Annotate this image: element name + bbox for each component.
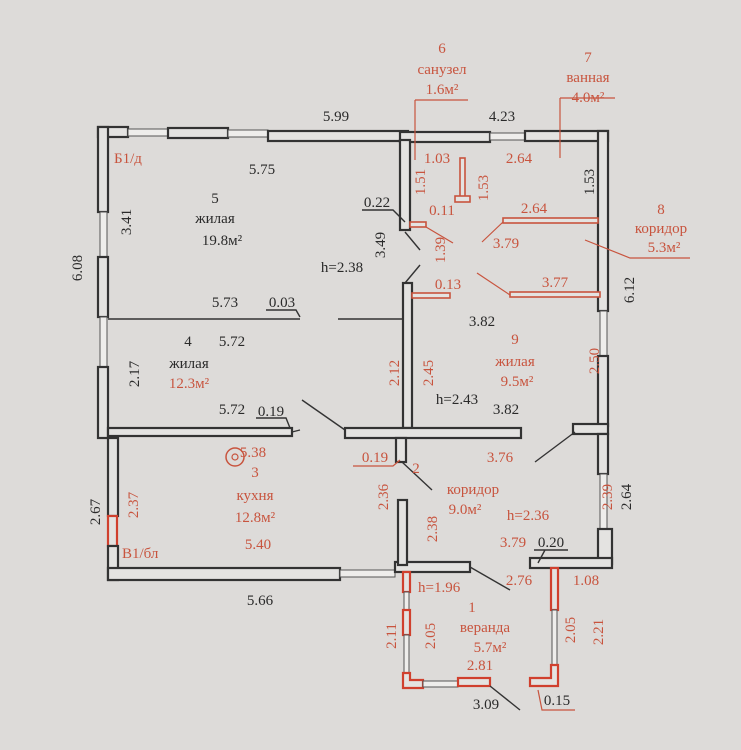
room-2: 2 коридор 9.0м² h=2.36 bbox=[412, 461, 549, 524]
dimension: 2.38 bbox=[425, 516, 441, 542]
room-8: 8 коридор 5.3м² bbox=[635, 202, 687, 256]
room-area: 9.0м² bbox=[449, 502, 482, 518]
room-height: h=2.43 bbox=[436, 392, 478, 408]
dimension: 2.36 bbox=[376, 483, 392, 510]
dimension: 2.81 bbox=[467, 658, 493, 674]
room-height: h=2.36 bbox=[507, 508, 550, 524]
dimension: 2.37 bbox=[126, 491, 142, 518]
room-name: жилая bbox=[194, 211, 235, 227]
room-7: 7 ванная 4.0м² bbox=[566, 50, 609, 106]
dimension: 2.64 bbox=[619, 483, 635, 510]
dimension: 1.51 bbox=[413, 169, 429, 195]
dimension: 2.39 bbox=[600, 484, 616, 510]
room-name: веранда bbox=[460, 620, 510, 636]
dimension: 1.03 bbox=[424, 151, 450, 167]
dimension: 0.20 bbox=[538, 535, 564, 551]
dimension: 2.50 bbox=[587, 348, 603, 374]
dimension: 2.64 bbox=[506, 151, 533, 167]
room-height: h=2.38 bbox=[321, 260, 363, 276]
room-area: 9.5м² bbox=[501, 374, 534, 390]
room-number: 1 bbox=[468, 600, 476, 616]
room-number: 5 bbox=[211, 191, 219, 207]
room-number: 4 bbox=[184, 334, 192, 350]
dimension: 2.05 bbox=[563, 617, 579, 643]
room-name: жилая bbox=[494, 354, 535, 370]
dimension: 1.53 bbox=[582, 169, 598, 195]
dimension: 5.72 bbox=[219, 402, 245, 418]
dimension: 2.12 bbox=[387, 360, 403, 386]
room-name: жилая bbox=[168, 356, 209, 372]
dimension: 0.19 bbox=[362, 450, 388, 466]
dimension: 3.09 bbox=[473, 697, 499, 713]
dimension: 5.99 bbox=[323, 109, 349, 125]
dimension: 3.79 bbox=[493, 236, 519, 252]
dimension: 5.73 bbox=[212, 295, 238, 311]
dimensions-red: 1.03 2.64 1.51 1.53 0.11 2.64 1.39 3.79 … bbox=[126, 151, 616, 713]
dimension: 3.41 bbox=[119, 209, 135, 235]
dimension: 2.05 bbox=[423, 623, 439, 649]
dimension: 1.08 bbox=[573, 573, 599, 589]
dimension: 3.49 bbox=[373, 232, 389, 258]
dimension: 2.21 bbox=[591, 619, 607, 645]
dimension: 4.23 bbox=[489, 109, 515, 125]
room-number: 8 bbox=[657, 202, 665, 218]
stove-icon bbox=[225, 447, 245, 467]
room-name: санузел bbox=[417, 62, 467, 78]
dimension: 1.39 bbox=[433, 237, 449, 263]
dimension: 3.79 bbox=[500, 535, 526, 551]
room-name: ванная bbox=[566, 70, 609, 86]
room-area: 12.8м² bbox=[235, 510, 276, 526]
room-6: 6 санузел 1.6м² bbox=[417, 41, 467, 98]
dimension: 3.82 bbox=[469, 314, 495, 330]
room-1: h=1.96 1 веранда 5.7м² bbox=[418, 580, 510, 656]
room-area: 1.6м² bbox=[426, 82, 459, 98]
room-9: 9 жилая 9.5м² h=2.43 bbox=[436, 332, 535, 408]
room-number: 9 bbox=[511, 332, 519, 348]
room-area: 4.0м² bbox=[572, 90, 605, 106]
dimensions-black: 5.99 4.23 6.08 5.75 3.41 0.22 3.49 5.73 … bbox=[70, 109, 638, 609]
dimension: 0.11 bbox=[429, 203, 455, 219]
dimension: 2.17 bbox=[127, 360, 143, 387]
dimension: 5.72 bbox=[219, 334, 245, 350]
dimension: 1.53 bbox=[476, 175, 492, 201]
dimension: 3.82 bbox=[493, 402, 519, 418]
dimension: 0.13 bbox=[435, 277, 461, 293]
room-name: коридор bbox=[447, 482, 499, 498]
dimension: 6.12 bbox=[622, 277, 638, 303]
room-area: 5.7м² bbox=[474, 640, 507, 656]
dimension: 3.76 bbox=[487, 450, 514, 466]
room-number: 3 bbox=[251, 465, 259, 481]
room-4: 4 жилая 12.3м² bbox=[168, 334, 209, 392]
dimension: 5.40 bbox=[245, 537, 271, 553]
window-label-v1: В1/бл bbox=[122, 546, 159, 562]
window-label-b1: Б1/д bbox=[114, 151, 142, 167]
room-number: 6 bbox=[438, 41, 446, 57]
room-height: h=1.96 bbox=[418, 580, 461, 596]
dimension: 2.45 bbox=[421, 360, 437, 386]
room-area: 5.3м² bbox=[648, 240, 681, 256]
dimension: 0.15 bbox=[544, 693, 570, 709]
dimension: 2.67 bbox=[88, 498, 104, 525]
dimension: 0.19 bbox=[258, 404, 284, 420]
dimension: 2.64 bbox=[521, 201, 548, 217]
dimension: 5.38 bbox=[240, 445, 266, 461]
dimension: 5.75 bbox=[249, 162, 275, 178]
dimension: 2.76 bbox=[506, 573, 533, 589]
room-number: 2 bbox=[412, 461, 420, 477]
room-area: 12.3м² bbox=[169, 376, 210, 392]
dimension: 2.11 bbox=[384, 623, 400, 649]
walls bbox=[96, 97, 690, 711]
room-name: коридор bbox=[635, 221, 687, 237]
dimension: 5.66 bbox=[247, 593, 274, 609]
dimension: 6.08 bbox=[70, 255, 86, 281]
room-name: кухня bbox=[236, 488, 273, 504]
room-5: 5 жилая 19.8м² h=2.38 bbox=[194, 191, 363, 276]
room-area: 19.8м² bbox=[202, 233, 243, 249]
dimension: 0.22 bbox=[364, 195, 390, 211]
dimension: 0.03 bbox=[269, 295, 295, 311]
dimension: 3.77 bbox=[542, 275, 569, 291]
room-number: 7 bbox=[584, 50, 592, 66]
room-3: 3 кухня 12.8м² bbox=[235, 465, 276, 526]
